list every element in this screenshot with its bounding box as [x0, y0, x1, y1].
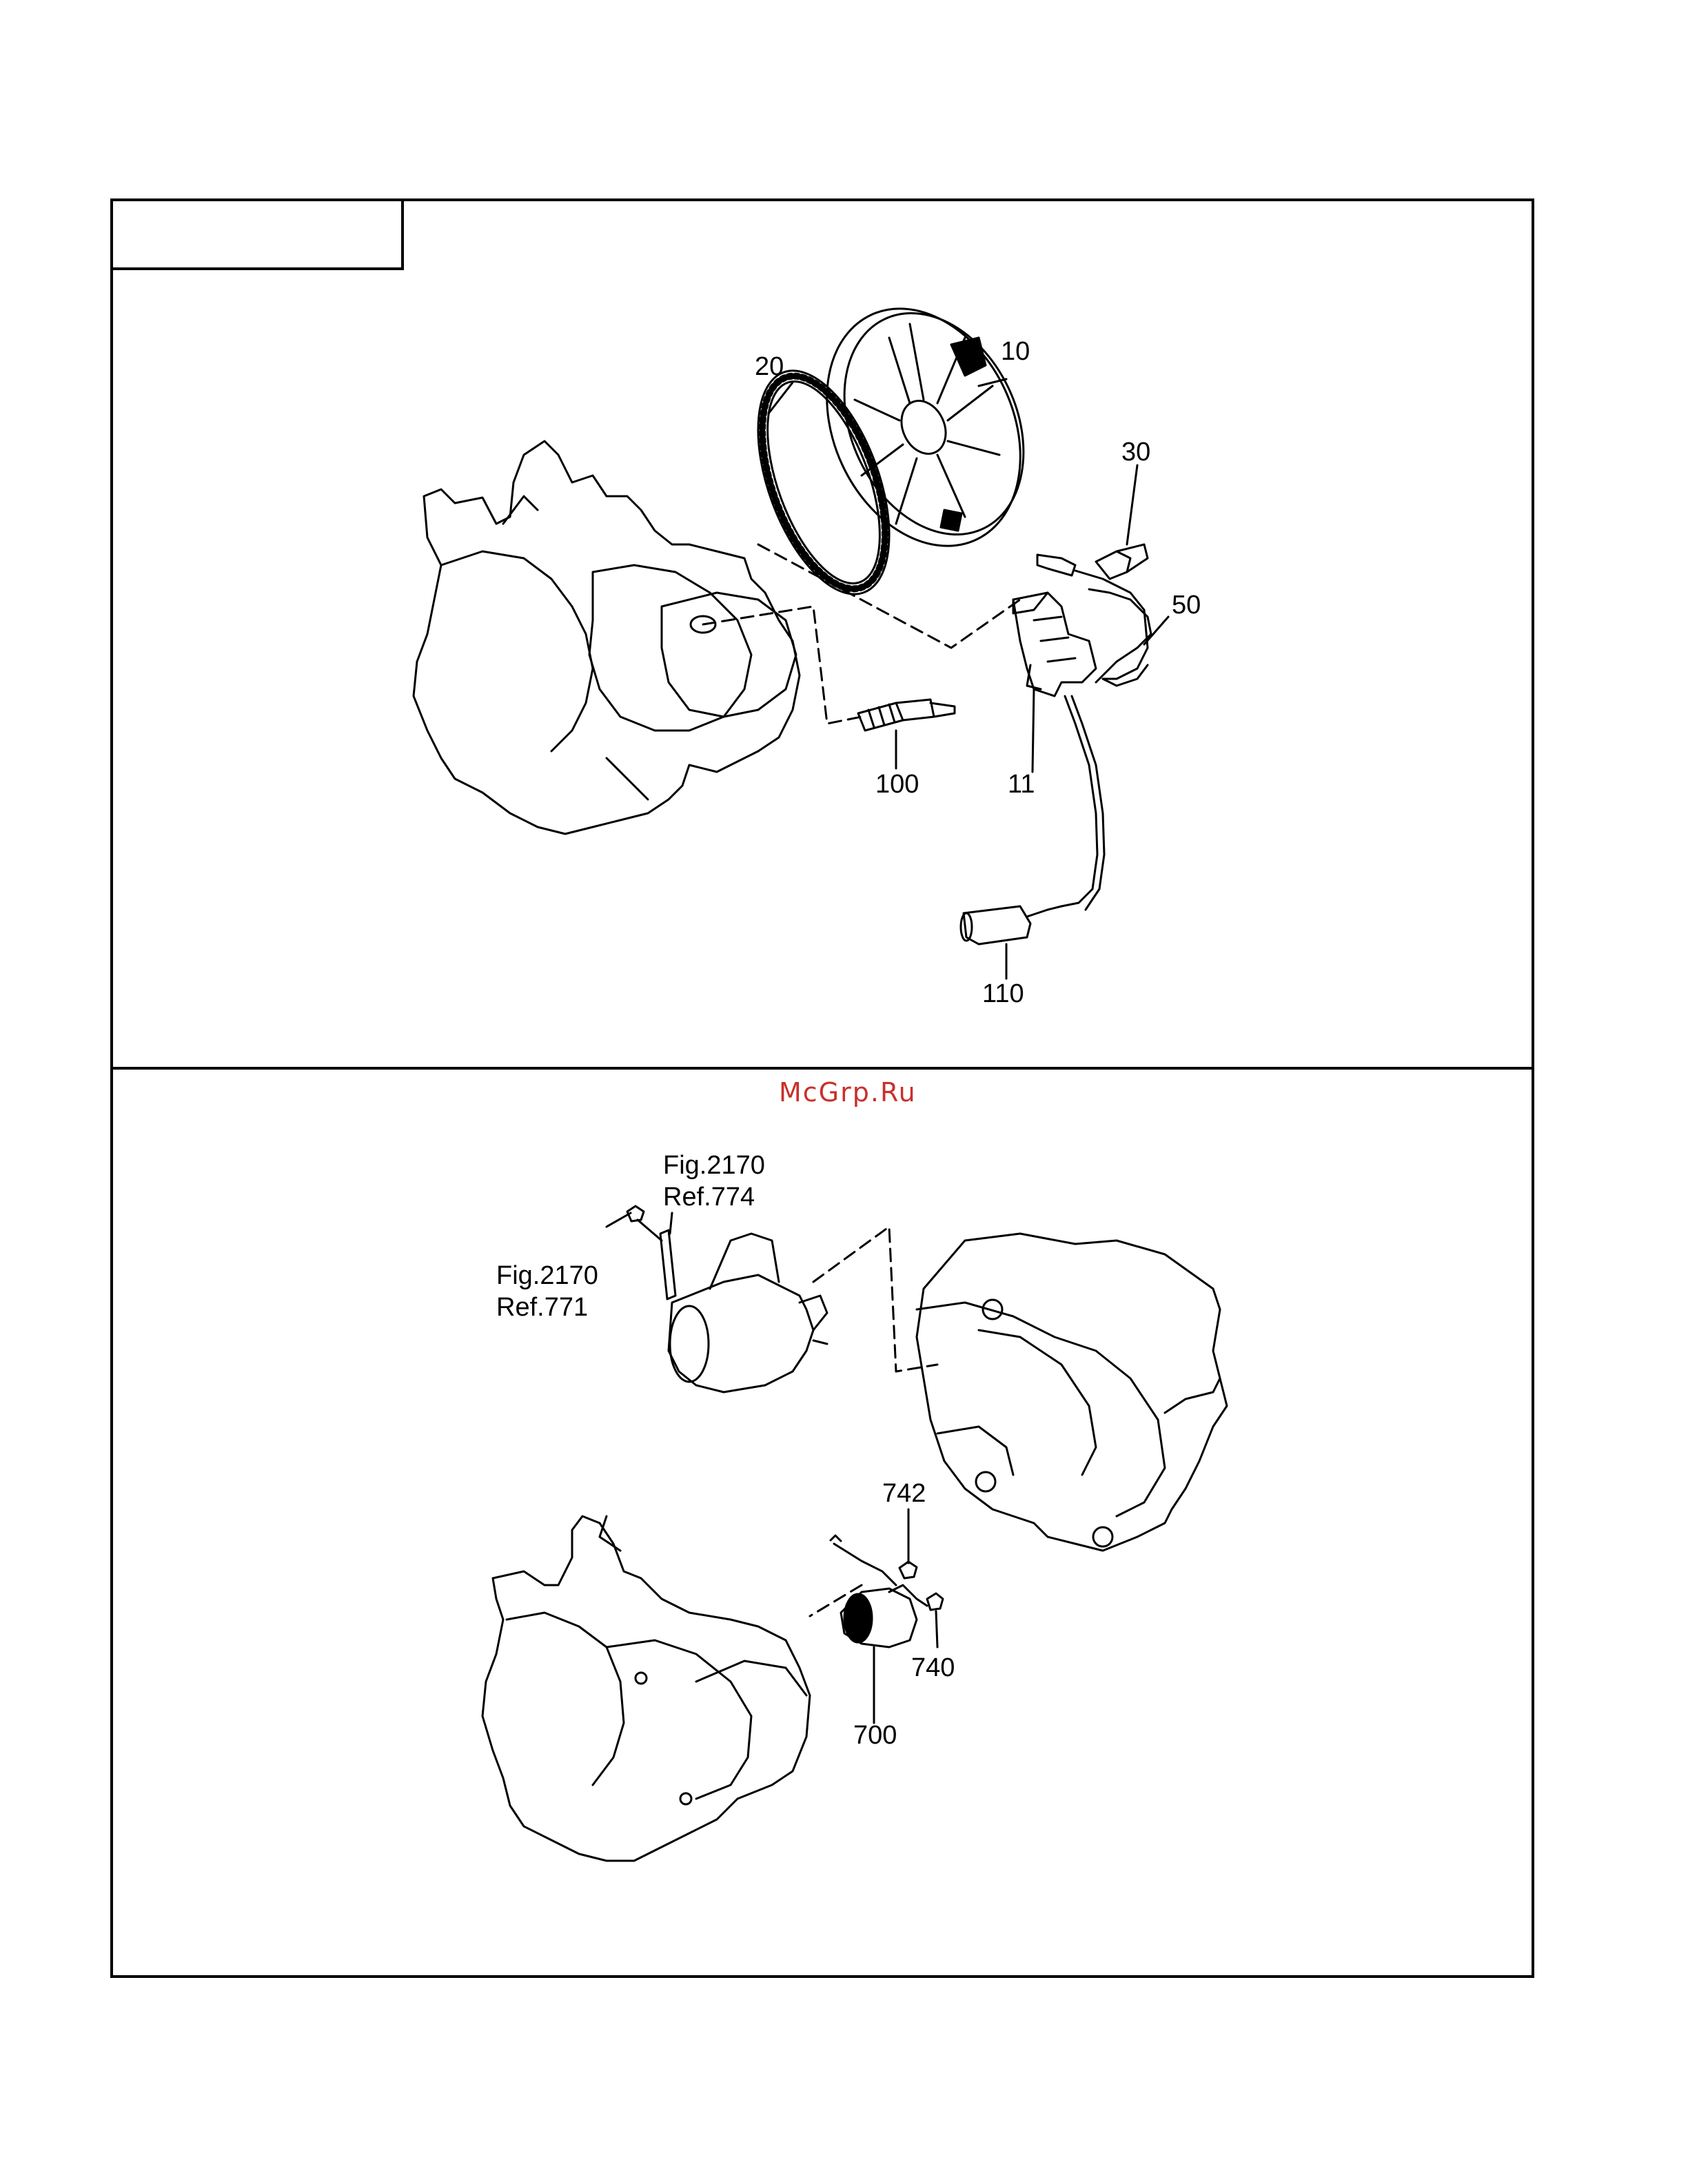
- engine-housing: [917, 1234, 1227, 1551]
- callout-100: 100: [875, 769, 919, 799]
- solenoid: [831, 1535, 943, 1647]
- callout-11: 11: [1008, 769, 1035, 799]
- plug-cap: [961, 906, 1061, 944]
- flywheel: [790, 277, 1058, 578]
- lower-leader-lines: [810, 1227, 937, 1616]
- callout-50: 50: [1172, 590, 1201, 620]
- ref-774-fig: Fig.2170: [663, 1150, 765, 1181]
- starter-bolts: [607, 1206, 675, 1299]
- ref-771-ref: Ref.771: [496, 1292, 588, 1323]
- ref-774-ref: Ref.774: [663, 1181, 755, 1213]
- upper-leader-lines: [703, 544, 1020, 724]
- upper-engine-block: [414, 441, 800, 834]
- ring-gear: [732, 354, 916, 611]
- lower-engine-block: [482, 1516, 810, 1861]
- callout-740: 740: [911, 1653, 955, 1683]
- callout-10: 10: [1001, 336, 1030, 367]
- spark-plug: [858, 700, 955, 731]
- lower-callout-leaders: [874, 1509, 937, 1723]
- ref-771-fig: Fig.2170: [496, 1260, 598, 1292]
- callout-30: 30: [1121, 437, 1150, 467]
- callout-20: 20: [755, 351, 784, 382]
- starter-motor: [669, 1234, 827, 1392]
- watermark: McGrp.Ru: [779, 1077, 917, 1108]
- callout-742: 742: [882, 1478, 926, 1509]
- callout-110: 110: [982, 979, 1024, 1009]
- callout-700: 700: [853, 1720, 897, 1751]
